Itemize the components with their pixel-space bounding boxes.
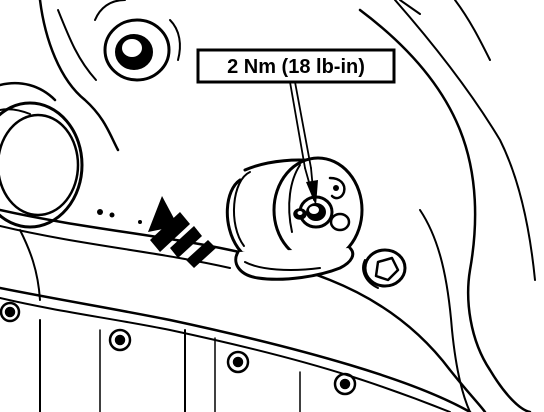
oil-pan-flange xyxy=(0,208,487,412)
mounting-boss xyxy=(94,0,181,82)
callout-arrowhead xyxy=(306,180,318,206)
pan-bolt xyxy=(333,372,357,396)
pan-bolt xyxy=(108,328,132,352)
cylinder-bore xyxy=(0,101,84,229)
torque-callout: 2 Nm (18 lb-in) xyxy=(196,48,396,84)
hex-plug xyxy=(362,248,407,289)
pan-bolt xyxy=(226,350,250,374)
pan-bolt xyxy=(0,301,21,323)
torque-label: 2 Nm (18 lb-in) xyxy=(227,56,365,78)
direction-arrow-icon xyxy=(148,196,216,268)
callout-box xyxy=(196,48,396,84)
flange-detail xyxy=(97,209,142,224)
tensioner-assembly xyxy=(225,156,364,281)
